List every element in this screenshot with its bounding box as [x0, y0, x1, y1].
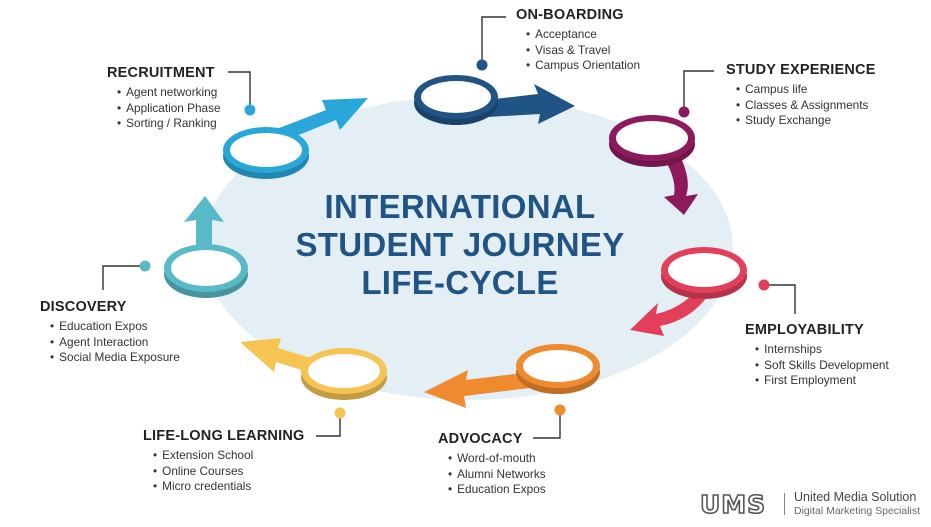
stage-discovery: DISCOVERY Education Expos Agent Interact… — [40, 299, 180, 366]
leader-line-recruitment — [228, 71, 251, 110]
diagram-title: INTERNATIONAL STUDENT JOURNEY LIFE-CYCLE — [280, 188, 640, 302]
logo-separator — [784, 493, 785, 515]
stage-item: Internships — [755, 342, 889, 358]
leader-dot-onboarding — [476, 59, 488, 71]
stage-arrow — [184, 196, 224, 248]
stage-ring-discovery — [164, 196, 248, 298]
leader-line-study — [683, 70, 714, 112]
stage-title: LIFE-LONG LEARNING — [143, 428, 305, 444]
title-line-3: LIFE-CYCLE — [361, 264, 559, 301]
stage-item: Alumni Networks — [448, 467, 546, 483]
leader-line-lifelong — [316, 413, 341, 437]
stage-employability: EMPLOYABILITY Internships Soft Skills De… — [745, 322, 889, 389]
stage-ring-employability — [630, 247, 747, 336]
stage-ring-face — [668, 253, 740, 287]
leader-line-discovery — [102, 265, 145, 290]
stage-item: Soft Skills Development — [755, 358, 889, 374]
stage-title: ADVOCACY — [438, 431, 523, 447]
stage-item: Acceptance — [526, 27, 640, 43]
leader-dot-advocacy — [554, 404, 566, 416]
logo-tagline: Digital Marketing Specialist — [794, 505, 921, 517]
stage-study-experience: STUDY EXPERIENCE Campus life Classes & A… — [726, 62, 876, 129]
leader-dot-lifelong — [334, 407, 346, 419]
leader-line-employability — [764, 284, 796, 314]
stage-item: Campus Orientation — [526, 58, 640, 74]
stage-item: Agent networking — [117, 85, 221, 101]
background-blob — [203, 96, 733, 400]
stage-onboarding: ON-BOARDING Acceptance Visas & Travel Ca… — [516, 7, 640, 74]
stage-item: Online Courses — [153, 464, 304, 480]
title-line-1: INTERNATIONAL — [324, 188, 596, 225]
leader-dot-employability — [758, 279, 770, 291]
stage-item: Word-of-mouth — [448, 451, 546, 467]
stage-arrow — [424, 370, 530, 408]
stage-ring-face — [230, 133, 302, 167]
stage-ring-face — [171, 250, 241, 286]
stage-item: Extension School — [153, 448, 304, 464]
stage-arrow — [662, 148, 698, 215]
stage-ring-lifelong — [240, 338, 387, 400]
title-line-2: STUDENT JOURNEY — [295, 226, 625, 263]
leader-dot-study — [678, 106, 690, 118]
stage-title: STUDY EXPERIENCE — [726, 62, 876, 78]
stage-arrow — [274, 98, 368, 140]
stage-item: Sorting / Ranking — [117, 116, 221, 132]
stage-item: Campus life — [736, 82, 876, 98]
stage-item: First Employment — [755, 373, 889, 389]
stage-title: EMPLOYABILITY — [745, 322, 864, 338]
stage-ring-recruitment — [223, 98, 368, 179]
stage-item: Education Expos — [448, 482, 546, 498]
stage-ring-advocacy — [424, 344, 600, 408]
stage-ring-face — [308, 354, 380, 388]
stage-ring-study — [609, 115, 698, 215]
stage-advocacy: ADVOCACY Word-of-mouth Alumni Networks E… — [438, 431, 546, 498]
leader-dot-recruitment — [244, 104, 256, 116]
leader-dot-discovery — [139, 260, 151, 272]
stage-item: Education Expos — [50, 319, 180, 335]
stage-item: Visas & Travel — [526, 43, 640, 59]
stage-life-long-learning: LIFE-LONG LEARNING Extension School Onli… — [143, 428, 304, 495]
leader-line-advocacy — [533, 410, 561, 439]
ums-logo-mark: UMS — [700, 490, 766, 518]
stage-ring-face — [421, 81, 491, 113]
stage-item: Social Media Exposure — [50, 350, 180, 366]
stage-item: Application Phase — [117, 101, 220, 117]
stage-ring-face — [616, 121, 688, 155]
logo-company-name: United Media Solution — [794, 490, 917, 504]
stage-arrow — [470, 84, 575, 124]
stage-title: DISCOVERY — [40, 299, 127, 315]
stage-title: RECRUITMENT — [107, 65, 215, 81]
stage-item: Micro credentials — [153, 479, 304, 495]
logo-mark-text: UMS — [700, 490, 766, 518]
stage-item: Agent Interaction — [50, 335, 180, 351]
stage-recruitment: RECRUITMENT Agent networking Application… — [107, 65, 221, 132]
leader-line-onboarding — [481, 16, 506, 65]
stage-item: Study Exchange — [736, 113, 876, 129]
stage-ring-face — [523, 350, 593, 382]
stage-ring-onboarding — [414, 75, 575, 125]
stage-item: Classes & Assignments — [736, 98, 876, 114]
stage-arrow — [240, 338, 318, 374]
stage-title: ON-BOARDING — [516, 7, 624, 23]
